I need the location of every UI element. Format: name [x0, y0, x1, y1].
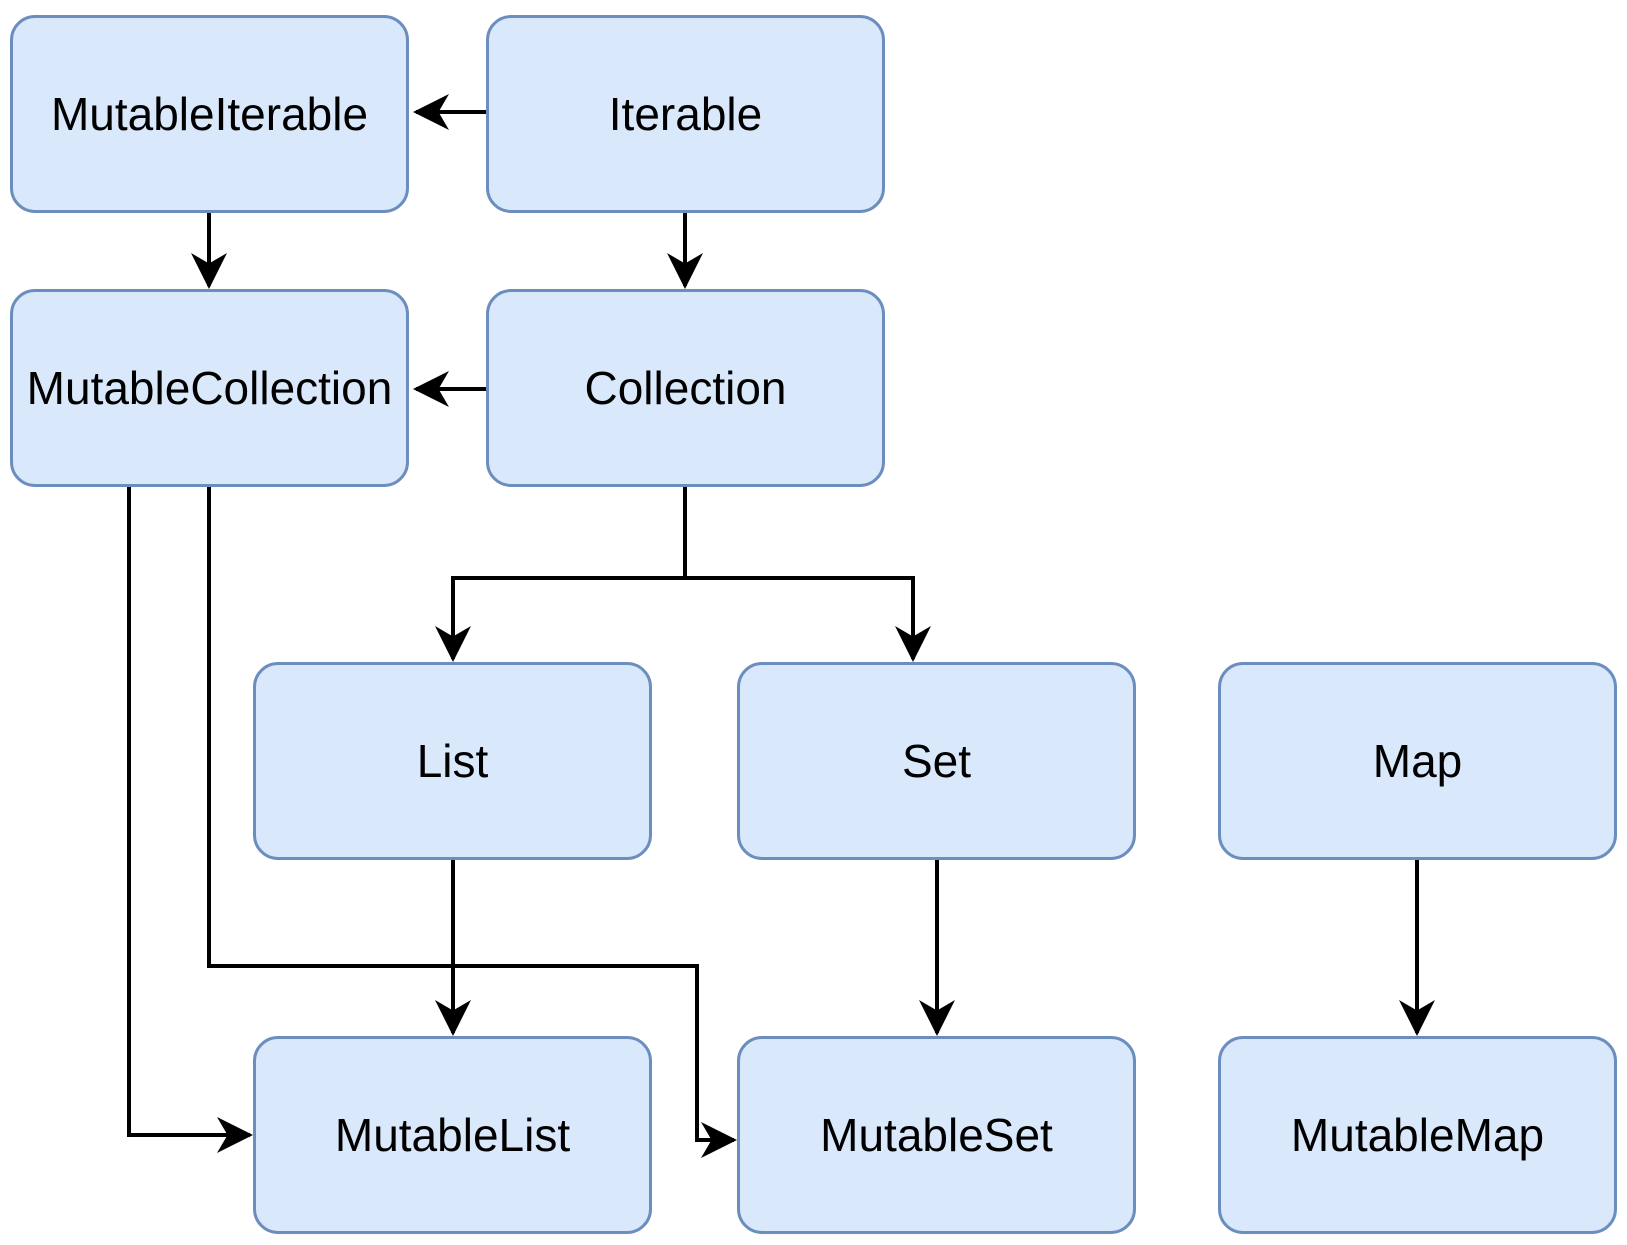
node-mutable-set: MutableSet: [737, 1036, 1136, 1234]
node-label-collection: Collection: [584, 361, 787, 414]
node-label-list: List: [416, 734, 489, 787]
node-label-mutable-map: MutableMap: [1290, 1108, 1545, 1161]
node-label-iterable: Iterable: [608, 87, 763, 140]
node-mutable-list: MutableList: [253, 1036, 652, 1234]
edge-mutablecollection-to-mutableset: [207, 487, 737, 1158]
edge-collection-to-list: [435, 487, 687, 662]
node-label-mutable-iterable: MutableIterable: [50, 87, 369, 140]
node-iterable: Iterable: [486, 15, 885, 213]
node-label-mutable-list: MutableList: [334, 1108, 571, 1161]
node-label-map: Map: [1372, 734, 1463, 787]
edge-mutablecollection-to-mutablelist: [127, 487, 253, 1153]
node-label-mutable-set: MutableSet: [820, 1108, 1053, 1161]
node-list: List: [253, 662, 652, 860]
node-collection: Collection: [486, 289, 885, 487]
node-label-set: Set: [901, 734, 972, 787]
node-mutable-iterable: MutableIterable: [10, 15, 409, 213]
node-map: Map: [1218, 662, 1617, 860]
node-mutable-map: MutableMap: [1218, 1036, 1617, 1234]
edge-collection-to-set: [683, 487, 931, 662]
node-set: Set: [737, 662, 1136, 860]
node-mutable-collection: MutableCollection: [10, 289, 409, 487]
node-label-mutable-collection: MutableCollection: [26, 361, 393, 414]
